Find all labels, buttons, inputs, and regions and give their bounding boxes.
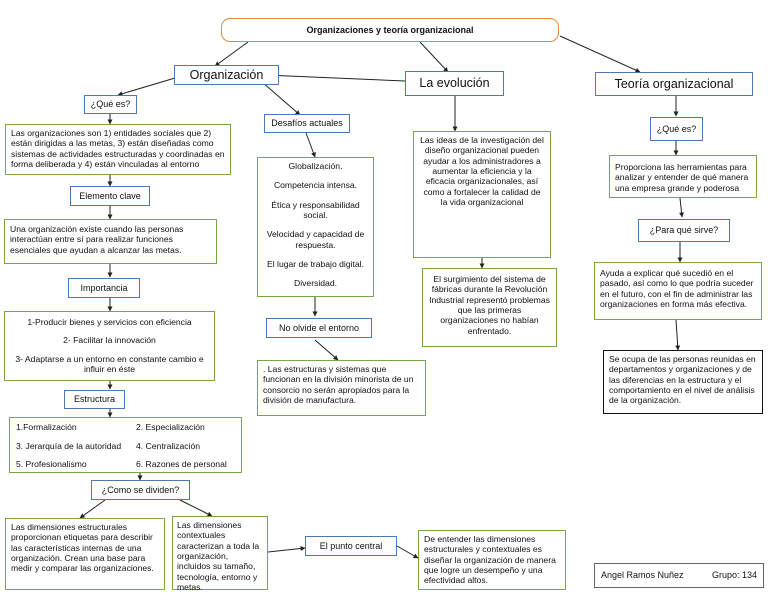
organizacion-heading: Organización bbox=[189, 67, 264, 82]
estructura-item: 1.Formalización bbox=[16, 422, 77, 432]
diagram-title: Organizaciones y teoría organizacional bbox=[306, 24, 474, 35]
author-group: Grupo: 134 bbox=[711, 570, 757, 581]
entorno-text: . Las estructuras y sistemas que funcion… bbox=[263, 364, 414, 405]
desafio-item: Velocidad y capacidad de respuesta. bbox=[266, 229, 365, 250]
estructura-item: 6. Razones de personal bbox=[136, 459, 227, 469]
estructura-item: 3. Jerarquía de la autoridad bbox=[16, 441, 122, 451]
desafio-item: El lugar de trabajo digital. bbox=[267, 258, 364, 269]
punto-central-text: De entender las dimensiones estructurale… bbox=[424, 534, 556, 586]
para-que-text: Ayuda a explicar qué sucedió en el pasad… bbox=[600, 268, 754, 309]
arrow-title-teoria bbox=[559, 35, 641, 73]
entorno-node: No olvide el entorno bbox=[266, 318, 372, 338]
teoria-node: Teoría organizacional bbox=[595, 72, 753, 96]
importancia-list: 1-Producir bienes y servicios con eficie… bbox=[4, 311, 215, 381]
importancia-label: Importancia bbox=[80, 282, 128, 293]
importancia-node: Importancia bbox=[68, 278, 140, 298]
org-que-es-node: ¿Qué es? bbox=[84, 95, 137, 114]
author-box: Angel Ramos Nuñez Grupo: 134 bbox=[594, 563, 764, 588]
elemento-clave-text: Una organización existe cuando las perso… bbox=[10, 224, 184, 255]
estructura-list: 1.Formalización 2. Especialización 3. Je… bbox=[9, 417, 242, 473]
importancia-item: 3- Adaptarse a un entorno en constante c… bbox=[15, 353, 204, 374]
estructura-item: 2. Especialización bbox=[136, 422, 205, 432]
arrow-org-desafios bbox=[261, 81, 301, 116]
org-definition-text: Las organizaciones son 1) entidades soci… bbox=[11, 128, 225, 169]
title-box: Organizaciones y teoría organizacional bbox=[221, 18, 559, 42]
estructura-item: 5. Profesionalismo bbox=[16, 459, 87, 469]
arrow-para-final bbox=[675, 319, 681, 351]
teoria-que-es-text-node: Proporciona las herramientas para analiz… bbox=[609, 155, 757, 198]
elemento-clave-node: Elemento clave bbox=[70, 186, 150, 206]
arrow-teoria-text-para bbox=[679, 197, 685, 218]
arrow-dividen-estructurales bbox=[79, 499, 106, 519]
desafios-list: Globalización. Competencia intensa. Étic… bbox=[257, 157, 374, 297]
punto-central-text-node: De entender las dimensiones estructurale… bbox=[418, 530, 566, 590]
arrow-title-organizacion bbox=[214, 41, 249, 67]
arrow-evol-que-es bbox=[264, 72, 406, 82]
evolucion-text2-node: El surgimiento del sistema de fábricas d… bbox=[422, 268, 557, 347]
evolucion-node: La evolución bbox=[405, 71, 504, 96]
dim-estructurales-text: Las dimensiones estructurales proporcion… bbox=[11, 522, 154, 574]
como-dividen-label: ¿Como se dividen? bbox=[101, 484, 180, 495]
teoria-final-node: Se ocupa de las personas reunidas en dep… bbox=[603, 350, 763, 414]
teoria-final-text: Se ocupa de las personas reunidas en dep… bbox=[609, 354, 756, 406]
como-dividen-node: ¿Como se dividen? bbox=[91, 480, 190, 500]
evolucion-text1: Las ideas de la investigación del diseño… bbox=[420, 135, 544, 207]
importancia-item: 2- Facilitar la innovación bbox=[63, 335, 156, 346]
dim-estructurales-node: Las dimensiones estructurales proporcion… bbox=[5, 518, 165, 590]
author-name: Angel Ramos Nuñez bbox=[601, 570, 684, 581]
dim-contextuales-node: Las dimensiones contextuales caracteriza… bbox=[172, 516, 268, 592]
arrow-org-que-es bbox=[117, 77, 176, 97]
estructura-label: Estructura bbox=[73, 394, 115, 405]
para-que-node: ¿Para qué sirve? bbox=[638, 219, 730, 242]
arrow-entorno-text bbox=[314, 339, 339, 361]
teoria-que-es-node: ¿Qué es? bbox=[650, 117, 703, 141]
estructura-item: 4. Centralización bbox=[136, 441, 201, 451]
entorno-label: No olvide el entorno bbox=[278, 322, 360, 333]
org-definition-node: Las organizaciones son 1) entidades soci… bbox=[5, 124, 231, 175]
desafio-item: Globalización. bbox=[288, 161, 343, 171]
desafio-item: Competencia intensa. bbox=[273, 180, 358, 191]
para-que-label: ¿Para qué sirve? bbox=[649, 225, 719, 236]
dim-contextuales-text: Las dimensiones contextuales caracteriza… bbox=[177, 520, 260, 592]
para-que-text-node: Ayuda a explicar qué sucedió en el pasad… bbox=[594, 262, 762, 320]
desafios-label: Desafíos actuales bbox=[271, 118, 343, 129]
arrow-title-evolucion bbox=[419, 41, 449, 73]
teoria-heading: Teoría organizacional bbox=[614, 76, 734, 91]
teoria-que-es-text: Proporciona las herramientas para analiz… bbox=[615, 162, 749, 193]
entorno-text-node: . Las estructuras y sistemas que funcion… bbox=[257, 360, 426, 416]
punto-central-label: El punto central bbox=[319, 540, 383, 551]
arrow-contextuales-punto bbox=[267, 545, 306, 553]
desafios-node: Desafíos actuales bbox=[264, 114, 350, 133]
desafio-item: Diversidad. bbox=[294, 278, 337, 289]
desafio-item: Ética y responsabilidad social. bbox=[271, 199, 360, 220]
estructura-node: Estructura bbox=[64, 390, 125, 409]
elemento-clave-text-node: Una organización existe cuando las perso… bbox=[4, 219, 217, 264]
organizacion-node: Organización bbox=[174, 65, 279, 85]
importancia-item: 1-Producir bienes y servicios con eficie… bbox=[27, 317, 192, 327]
evolucion-text2: El surgimiento del sistema de fábricas d… bbox=[429, 274, 550, 336]
arrow-punto-text bbox=[396, 545, 419, 559]
org-que-es-label: ¿Qué es? bbox=[90, 99, 131, 110]
evolucion-heading: La evolución bbox=[419, 76, 490, 90]
evolucion-text1-node: Las ideas de la investigación del diseño… bbox=[413, 131, 551, 258]
arrow-dividen-contextuales bbox=[179, 499, 213, 517]
arrow-desafios-list bbox=[305, 132, 316, 158]
teoria-que-es-label: ¿Qué es? bbox=[656, 123, 697, 134]
elemento-clave-label: Elemento clave bbox=[79, 190, 141, 201]
punto-central-node: El punto central bbox=[305, 536, 397, 556]
